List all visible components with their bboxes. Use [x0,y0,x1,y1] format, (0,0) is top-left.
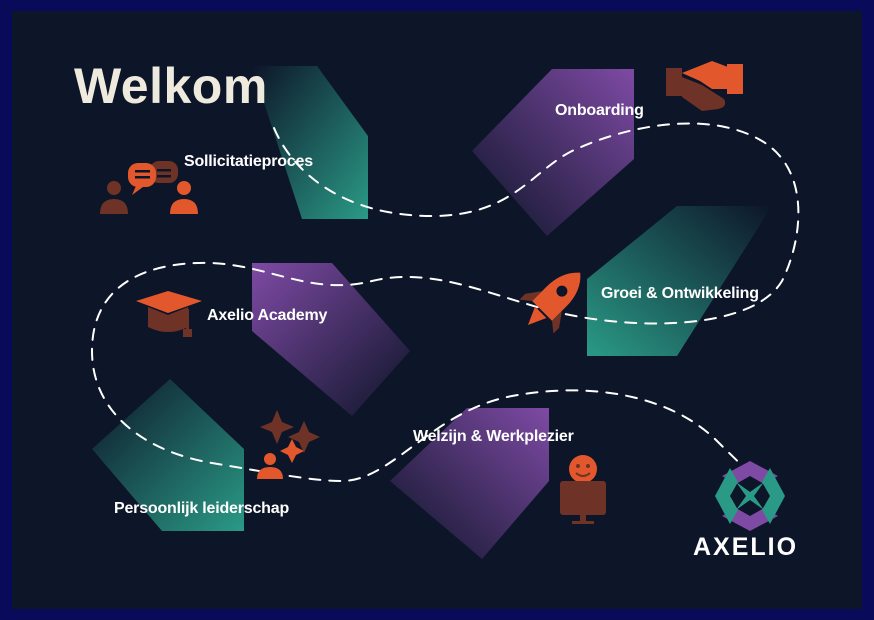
journey-map [90,61,800,559]
ribbon-onboarding [472,69,634,236]
sparkle-person-icon [257,410,320,479]
ribbon-groei [587,206,772,356]
journey-path [90,122,800,483]
step-label-sollicitatieproces: Sollicitatieproces [184,153,313,170]
graduation-cap-icon [136,291,202,337]
chat-people-icon [100,161,198,214]
brand-name: AXELIO [693,533,799,561]
step-label-welzijn: Welzijn & Werkplezier [413,428,574,445]
ribbon-sollicitatie [252,66,368,219]
smiley-monitor-icon [560,455,606,524]
handshake-icon [666,61,743,111]
rocket-icon [519,272,581,334]
step-label-groei: Groei & Ontwikkeling [601,285,759,302]
step-label-leiderschap: Persoonlijk leiderschap [114,500,290,517]
ribbon-welzijn [390,408,549,559]
page-title: Welkom [74,58,268,114]
ribbon-leiderschap [92,379,244,531]
welcome-journey-card: Welkom Sollicitatieproces Onboarding Gro… [12,11,862,609]
axelio-logo-icon [715,461,785,531]
step-label-onboarding: Onboarding [555,102,644,119]
step-label-academy: Axelio Academy [207,307,328,324]
ribbon-academy [252,263,410,416]
